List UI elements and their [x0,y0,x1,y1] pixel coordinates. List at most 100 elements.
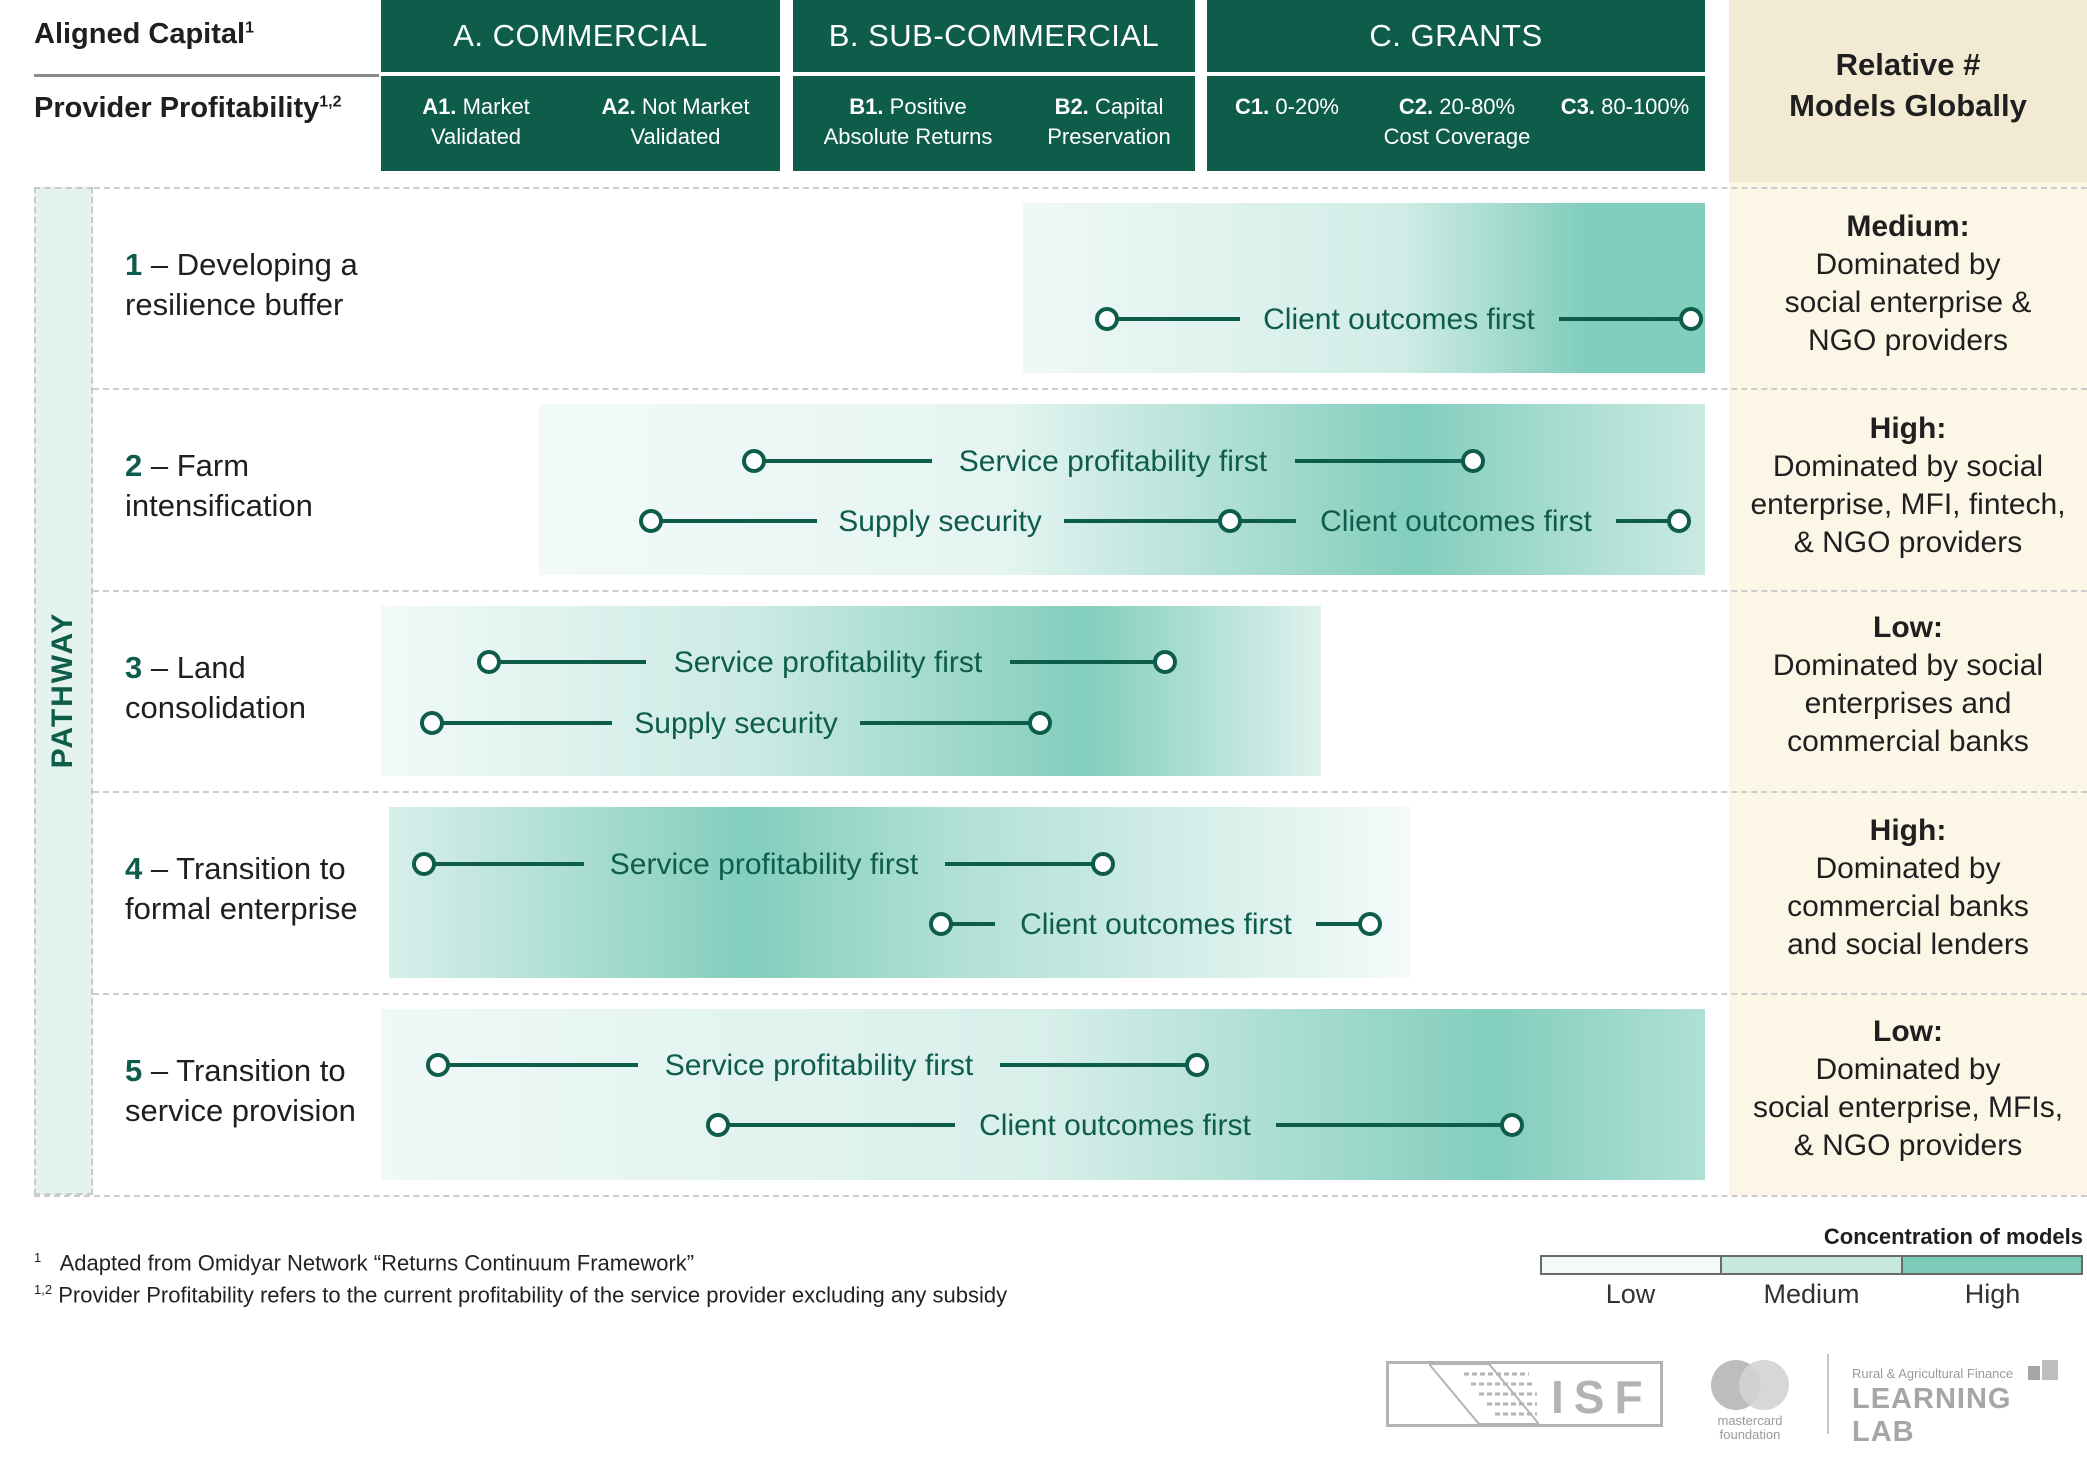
range-start-node [639,509,663,533]
range-start-node [706,1113,730,1137]
range-label-service-profitability: Service profitability first [610,848,919,881]
subcol-code: C2. [1398,94,1434,119]
provider-profitability-footnote-mark: 1,2 [319,93,342,111]
pathway-1-label: 1 – Developing a resilience buffer [125,245,358,325]
range-end-node [1667,509,1691,533]
range-start-node [477,650,501,674]
grid-line [93,388,2087,390]
relative-models-pathway-1: Medium: Dominated by social enterprise &… [1729,208,2087,360]
subcol-c1: C1. 0-20% [1207,92,1367,122]
pathway-title-line1: Transition to [176,851,346,886]
legend-labels: Low Medium High [1540,1279,2083,1310]
range-end-node [1028,711,1052,735]
legend-label-low: Low [1605,1279,1656,1309]
footnote-mark: 1,2 [34,1282,53,1297]
subcol-a1: A1. Market Validated [381,92,571,152]
footnote-2: 1,2 Provider Profitability refers to the… [34,1282,1007,1308]
range-label-client-outcomes: Client outcomes first [1020,908,1292,941]
mastercard-circles-icon [1711,1360,1789,1410]
provider-profitability-text: Provider Profitability [34,92,320,124]
range-end-node [1500,1113,1524,1137]
subcol-line1: 0-20% [1275,94,1339,119]
column-header-sub-commercial: B. SUB-COMMERCIAL [793,0,1195,72]
range-label-service-profitability: Service profitability first [959,445,1268,478]
column-header-commercial: A. COMMERCIAL [381,0,780,72]
subheader-grants: C1. 0-20% C2. 20-80% Cost Coverage C3. 8… [1207,76,1705,171]
range-end-node [1185,1053,1209,1077]
mastercard-line1: mastercard [1717,1413,1783,1428]
relative-level: Medium: [1846,210,1970,243]
relative-desc-line: Dominated by [1815,1053,2001,1086]
learning-lab-title: LEARNING LAB [1852,1383,2012,1448]
range-end-node [1679,307,1703,331]
grid-line [93,791,2087,793]
band-pathway-2 [539,404,1705,575]
relative-desc-line: enterprises and [1804,687,2012,720]
subcol-code: C3. [1560,94,1596,119]
learning-lab-subtitle: Rural & Agricultural Finance [1852,1366,2014,1381]
relative-desc-line: Dominated by social [1772,450,2044,483]
relative-desc-line: Dominated by social [1772,649,2044,682]
relative-models-header: Relative # Models Globally [1729,0,2087,182]
grid-line-bottom [34,1195,2087,1197]
range-label-client-outcomes: Client outcomes first [1320,505,1592,538]
range-label-client-outcomes: Client outcomes first [979,1109,1251,1142]
pathway-title-line1: Developing a [176,247,358,282]
pathway-title-line2: intensification [125,488,313,523]
learning-lab-logo: Rural & Agricultural Finance LEARNING LA… [1852,1360,2082,1449]
relative-models-title-line1: Relative # [1835,47,1981,82]
pathway-separator: – [142,851,177,886]
subcol-b2: B2. Capital Preservation [1023,92,1195,152]
relative-desc-line: social enterprise, MFIs, [1752,1091,2064,1124]
subcol-line2: Validated [630,124,721,149]
pathway-3-label: 3 – Land consolidation [125,648,306,728]
subcol-line1: Capital [1094,94,1164,119]
pathway-title-line1: Farm [176,448,250,483]
relative-desc-line: & NGO providers [1793,1129,2023,1162]
pathway-title-line2: resilience buffer [125,287,344,322]
legend-swatch-high [1902,1257,2081,1273]
learning-lab-icon [2028,1360,2058,1380]
subcol-code: B1. [849,94,884,119]
relative-desc-line: social enterprise & [1784,286,2032,319]
legend-swatch-medium [1722,1257,1903,1273]
subcol-code: A1. [422,94,457,119]
range-label-service-profitability: Service profitability first [665,1049,974,1082]
range-label-supply-security: Supply security [838,505,1041,538]
pathway-separator: – [142,650,177,685]
relative-models-pathway-4: High: Dominated by commercial banks and … [1729,812,2087,964]
relative-desc-line: Dominated by [1815,852,2001,885]
subcol-line1: Market [462,94,530,119]
legend-scale [1540,1255,2083,1275]
pathway-separator: – [142,247,177,282]
aligned-capital-footnote-mark: 1 [245,19,254,37]
subcol-c2: C2. 20-80% Cost Coverage [1337,92,1577,152]
pathway-title-line2: formal enterprise [125,891,358,926]
legend-label-medium: Medium [1763,1279,1860,1309]
band-pathway-4 [389,807,1411,978]
pathway-number: 4 [125,851,143,886]
pathway-2-label: 2 – Farm intensification [125,446,313,526]
legend-label-high: High [1964,1279,2021,1309]
footnote-text: Provider Profitability refers to the cur… [58,1282,1008,1308]
legend-swatch-low [1542,1257,1723,1273]
relative-level: High: [1869,412,1947,445]
subcol-line1: 80-100% [1601,94,1690,119]
subcol-code: C1. [1235,94,1270,119]
range-start-node [929,912,953,936]
isf-hatch-icon [1429,1364,1539,1424]
range-end-node [1153,650,1177,674]
logo-divider [1827,1354,1829,1434]
relative-level: Low: [1873,1015,1943,1048]
range-start-node [426,1053,450,1077]
pathway-title-line2: consolidation [125,690,306,725]
pathway-number: 2 [125,448,143,483]
pathway-bar [34,187,93,1195]
band-pathway-3 [381,606,1321,776]
subcol-b1: B1. Positive Absolute Returns [793,92,1023,152]
header-divider [34,74,379,77]
pathway-5-label: 5 – Transition to service provision [125,1051,356,1131]
grid-line [93,993,2087,995]
